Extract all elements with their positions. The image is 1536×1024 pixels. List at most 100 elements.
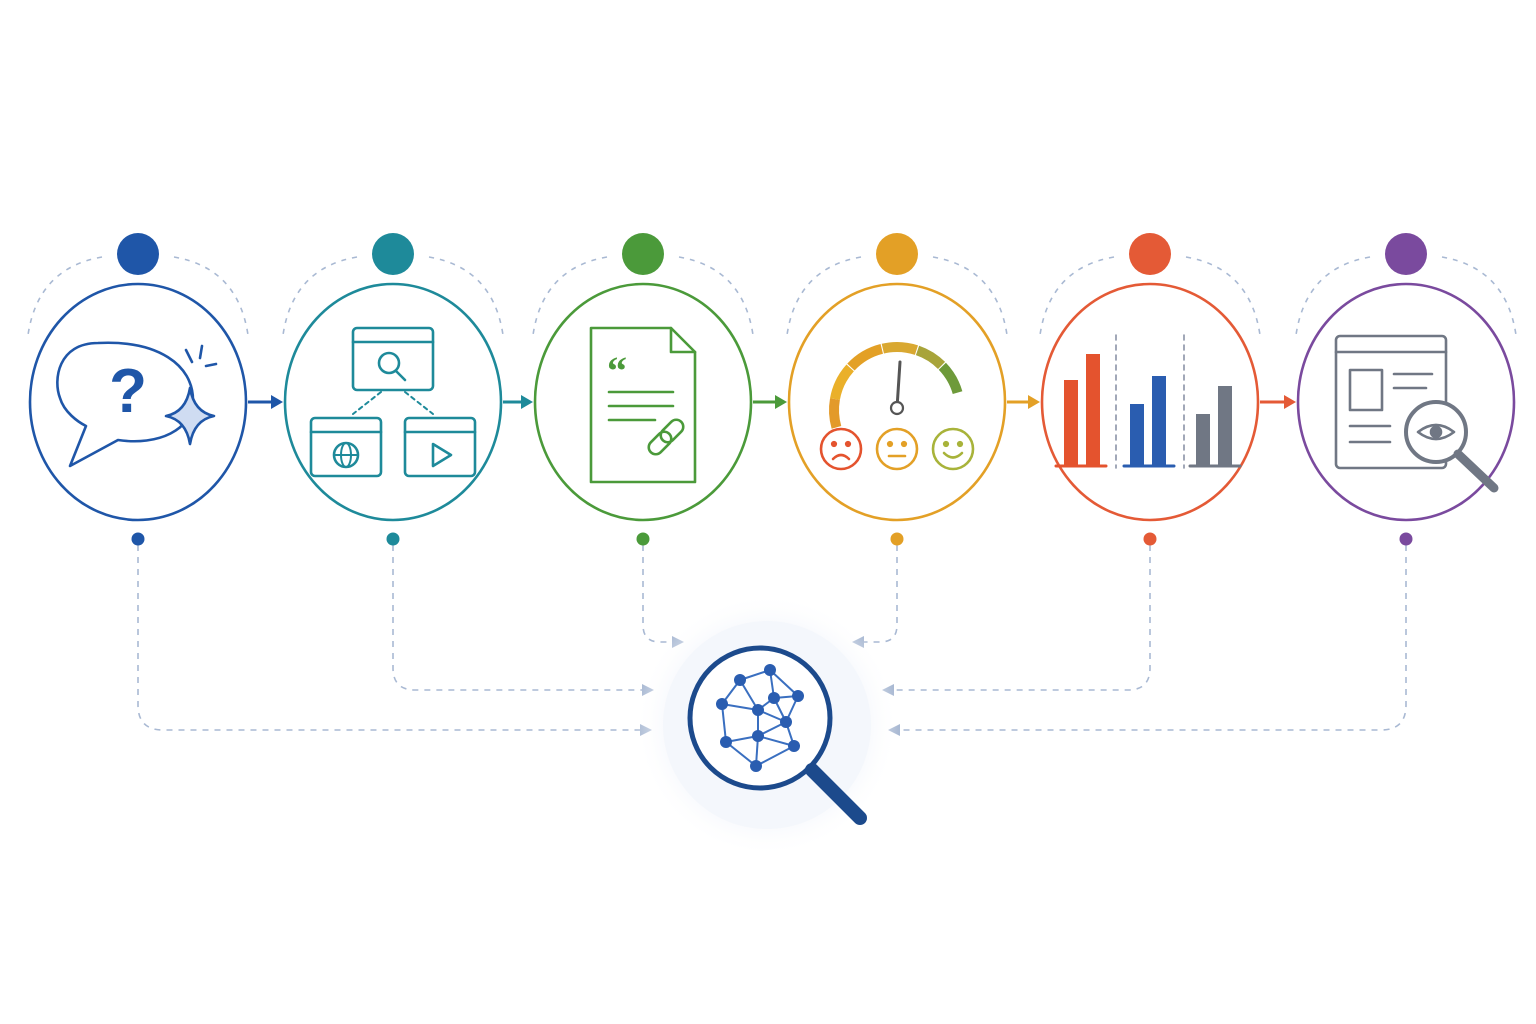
network-node	[788, 740, 800, 752]
magnifier-handle	[1453, 449, 1499, 493]
network-node	[734, 674, 746, 686]
search-lens	[377, 351, 401, 375]
question-sparkle-icon: ?	[56, 341, 218, 468]
step-ring	[1296, 282, 1516, 522]
network-node	[764, 664, 776, 676]
face-mouth	[831, 453, 851, 461]
step-anchor-dot	[890, 532, 904, 546]
halo-arc-right	[678, 256, 754, 336]
gauge-segment	[938, 362, 963, 395]
halo-arc-left	[282, 256, 358, 336]
step-marker-dot	[117, 233, 159, 275]
step-node-ask: ?	[27, 233, 249, 546]
bar	[1196, 414, 1210, 466]
chain-link	[659, 418, 685, 444]
connector-step-1	[137, 545, 640, 731]
network-edge	[757, 735, 795, 747]
step-marker-dot	[1129, 233, 1171, 275]
halo-arc-right	[428, 256, 504, 336]
eye-pupil	[1429, 425, 1443, 439]
halo-arc-right	[173, 256, 249, 336]
bar	[1130, 404, 1144, 466]
page-fold	[669, 326, 697, 354]
browser-window-right	[403, 416, 477, 478]
document-eye-magnifier-icon	[1334, 334, 1499, 493]
step-marker-dot	[876, 233, 918, 275]
gauge-sentiment-icon	[819, 342, 975, 471]
step-ring	[28, 282, 248, 522]
network-node	[720, 736, 732, 748]
face-eye	[844, 440, 852, 448]
halo-arc-right	[932, 256, 1008, 336]
halo-arc-left	[532, 256, 608, 336]
connector-step-6	[900, 545, 1407, 731]
step-node-review	[1295, 233, 1517, 546]
step-nodes: ?“	[27, 233, 1517, 546]
spark-ray	[198, 344, 204, 360]
face-eye	[900, 440, 908, 448]
halo-arc-right	[1185, 256, 1261, 336]
flow-arrow-head	[1028, 395, 1040, 409]
flow-arrow-head	[271, 395, 283, 409]
halo-arc-left	[1295, 256, 1371, 336]
globe-meridian	[340, 442, 352, 468]
step-anchor-dot	[386, 532, 400, 546]
gauge-segment	[881, 342, 919, 355]
chain-link	[647, 430, 673, 456]
flow-arrow-head	[1284, 395, 1296, 409]
halo-arc-left	[1039, 256, 1115, 336]
face-eye	[886, 440, 894, 448]
step-node-rate	[786, 233, 1008, 546]
step-ring	[533, 282, 753, 522]
network-node	[752, 704, 764, 716]
step-anchor-dot	[636, 532, 650, 546]
network-edge	[721, 703, 727, 743]
face-eye	[956, 440, 964, 448]
bar	[1218, 386, 1232, 466]
connector-step-4	[864, 545, 898, 643]
gauge-segment	[828, 398, 842, 429]
step-anchor-dot	[131, 532, 145, 546]
network-edge	[725, 741, 757, 767]
gauge-segment	[915, 345, 946, 369]
step-ring	[283, 282, 503, 522]
flow-arrow-2	[503, 395, 533, 409]
connector-step-2	[392, 545, 642, 691]
bar	[1086, 354, 1100, 466]
browser-window-left	[309, 416, 383, 478]
connector-step-5	[894, 545, 1151, 691]
step-node-cite: “	[532, 233, 754, 546]
halo-arc-left	[27, 256, 103, 336]
bar	[1064, 380, 1078, 466]
step-marker-dot	[1385, 233, 1427, 275]
face-eye	[942, 440, 950, 448]
sparkle-star	[164, 386, 216, 446]
central-hub	[635, 593, 899, 857]
gauge-needle	[895, 360, 902, 410]
step-node-compare	[1039, 233, 1261, 546]
gauge-segment	[847, 344, 883, 371]
halo-arc-right	[1441, 256, 1517, 336]
flow-arrow-4	[1007, 395, 1040, 409]
sad-face-icon	[819, 427, 863, 471]
network-node	[716, 698, 728, 710]
flow-arrow-head	[775, 395, 787, 409]
step-anchor-dot	[1399, 532, 1413, 546]
network-node	[752, 730, 764, 742]
bar	[1152, 376, 1166, 466]
hub-lens	[687, 645, 833, 791]
question-mark: ?	[109, 357, 147, 426]
search-handle	[394, 369, 407, 382]
tree-link	[352, 391, 382, 415]
connector-step-3	[642, 545, 672, 643]
network-node	[792, 690, 804, 702]
flow-arrow-5	[1260, 395, 1296, 409]
network-node	[750, 760, 762, 772]
spark-ray	[204, 362, 218, 368]
tree-link	[404, 391, 434, 415]
flow-arrow-3	[753, 395, 787, 409]
hub-handle	[805, 763, 867, 825]
browser-window-top	[351, 326, 435, 392]
